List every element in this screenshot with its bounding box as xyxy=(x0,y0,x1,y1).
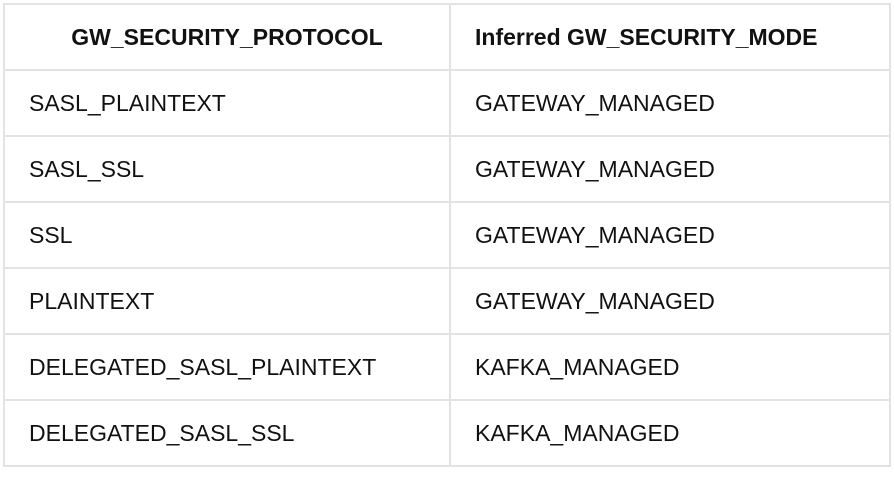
column-header-mode: Inferred GW_SECURITY_MODE xyxy=(449,3,891,71)
protocol-cell: SASL_PLAINTEXT xyxy=(3,69,451,137)
column-header-protocol: GW_SECURITY_PROTOCOL xyxy=(3,3,451,71)
security-mode-table: GW_SECURITY_PROTOCOL Inferred GW_SECURIT… xyxy=(3,3,891,467)
table-row: SSL GATEWAY_MANAGED xyxy=(3,201,891,269)
mode-cell: GATEWAY_MANAGED xyxy=(449,201,891,269)
table-row: PLAINTEXT GATEWAY_MANAGED xyxy=(3,267,891,335)
mode-cell: GATEWAY_MANAGED xyxy=(449,135,891,203)
table-row: DELEGATED_SASL_SSL KAFKA_MANAGED xyxy=(3,399,891,467)
table-header: GW_SECURITY_PROTOCOL Inferred GW_SECURIT… xyxy=(3,3,891,71)
protocol-cell: DELEGATED_SASL_PLAINTEXT xyxy=(3,333,451,401)
table-body: SASL_PLAINTEXT GATEWAY_MANAGED SASL_SSL … xyxy=(3,69,891,467)
protocol-cell: SSL xyxy=(3,201,451,269)
table-row: DELEGATED_SASL_PLAINTEXT KAFKA_MANAGED xyxy=(3,333,891,401)
table-row: SASL_PLAINTEXT GATEWAY_MANAGED xyxy=(3,69,891,137)
table-row: SASL_SSL GATEWAY_MANAGED xyxy=(3,135,891,203)
mode-cell: KAFKA_MANAGED xyxy=(449,399,891,467)
mode-cell: KAFKA_MANAGED xyxy=(449,333,891,401)
protocol-cell: SASL_SSL xyxy=(3,135,451,203)
mode-cell: GATEWAY_MANAGED xyxy=(449,69,891,137)
protocol-cell: DELEGATED_SASL_SSL xyxy=(3,399,451,467)
protocol-cell: PLAINTEXT xyxy=(3,267,451,335)
mode-cell: GATEWAY_MANAGED xyxy=(449,267,891,335)
header-row: GW_SECURITY_PROTOCOL Inferred GW_SECURIT… xyxy=(3,3,891,71)
